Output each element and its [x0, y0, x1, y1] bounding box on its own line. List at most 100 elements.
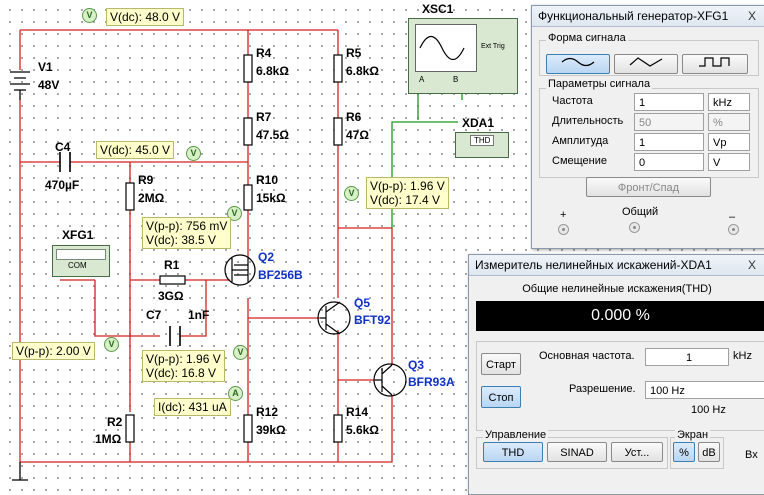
- voltage-probe-icon[interactable]: V: [104, 337, 119, 352]
- q2-value: BF256B: [258, 268, 303, 282]
- r6-value: 47Ω: [346, 128, 369, 142]
- square-wave-icon: [699, 57, 730, 67]
- xfg1-com-label: COM: [68, 261, 87, 270]
- r9-value: 2MΩ: [138, 191, 165, 205]
- input-label: Вх: [745, 449, 758, 461]
- duty-cycle-unit[interactable]: %: [708, 113, 750, 131]
- sinad-mode-button[interactable]: SINAD: [547, 442, 607, 462]
- fundamental-unit: kHz: [733, 350, 752, 362]
- plus-terminal-label: +: [560, 209, 567, 221]
- plus-terminal[interactable]: [558, 224, 569, 235]
- voltage-probe-icon[interactable]: V: [233, 345, 248, 360]
- xsc1-label: XSC1: [422, 2, 454, 16]
- probe-mid: V(p-p): 1.96 V V(dc): 16.8 V: [142, 350, 225, 382]
- percent-button[interactable]: %: [673, 442, 695, 462]
- resolution-label: Разрешение.: [569, 383, 636, 395]
- fundamental-field[interactable]: 1: [645, 348, 729, 366]
- offset-label: Смещение: [552, 155, 608, 167]
- sine-wave-button[interactable]: [546, 54, 610, 74]
- offset-unit[interactable]: V: [708, 153, 750, 171]
- probe-in: V(p-p): 2.00 V: [12, 342, 95, 360]
- xfg1-wave-icon: [56, 249, 106, 260]
- amplitude-field[interactable]: 1: [634, 133, 704, 151]
- c7-label: C7: [146, 308, 162, 322]
- function-generator-window[interactable]: Функциональный генератор-XFG1 X Форма си…: [531, 5, 764, 249]
- c7-value: 1nF: [188, 308, 210, 322]
- xda1-label: XDA1: [462, 116, 495, 130]
- thd-mode-button[interactable]: THD: [483, 442, 543, 462]
- xsc1-screen: [415, 24, 477, 72]
- start-button[interactable]: Старт: [481, 353, 521, 375]
- common-terminal-label: Общий: [622, 206, 659, 218]
- r4-label: R4: [256, 46, 272, 60]
- voltage-probe-icon[interactable]: V: [82, 8, 97, 23]
- probe-mid-line1: V(p-p): 1.96 V: [146, 352, 221, 366]
- settings-button[interactable]: Уст...: [611, 442, 663, 462]
- xsc1-ext-trig: Ext Trig: [481, 43, 505, 50]
- r2-label: R2: [107, 415, 123, 429]
- xsc1-oscilloscope[interactable]: Ext Trig A B: [408, 18, 518, 94]
- amplitude-label: Амплитуда: [552, 135, 609, 147]
- q5-label: Q5: [354, 296, 371, 310]
- xfg1-instrument[interactable]: COM: [52, 245, 110, 277]
- xfg1-label: XFG1: [62, 228, 94, 242]
- distortion-analyzer-titlebar[interactable]: Измеритель нелинейных искажений-XDA1: [469, 255, 764, 276]
- r14-value: 5.6kΩ: [346, 423, 379, 437]
- triangle-wave-icon: [629, 57, 663, 67]
- xsc1-channel-a: A: [419, 75, 425, 84]
- frequency-unit[interactable]: kHz: [708, 93, 750, 111]
- stop-button[interactable]: Стоп: [481, 386, 521, 408]
- close-icon[interactable]: X: [747, 9, 756, 23]
- frequency-field[interactable]: 1: [634, 93, 704, 111]
- c4-value: 470µF: [45, 178, 80, 192]
- resolution-select[interactable]: 100 Hz: [645, 381, 764, 399]
- r5-label: R5: [346, 46, 362, 60]
- r6-label: R6: [346, 110, 362, 124]
- duty-cycle-field[interactable]: 50: [634, 113, 704, 131]
- rise-fall-button[interactable]: Фронт/Спад: [586, 177, 711, 197]
- r1-label: R1: [164, 258, 180, 272]
- probe-out: V(p-p): 1.96 V V(dc): 17.4 V: [366, 177, 449, 209]
- xda1-instrument[interactable]: THD: [455, 132, 509, 158]
- square-wave-button[interactable]: [682, 54, 748, 74]
- r5-value: 6.8kΩ: [346, 64, 379, 78]
- xsc1-channel-b: B: [453, 75, 459, 84]
- fundamental-label: Основная частота.: [539, 350, 635, 362]
- voltage-probe-icon[interactable]: V: [186, 146, 201, 161]
- probe-r10-line1: V(p-p): 756 mV: [146, 219, 228, 233]
- c4-label: C4: [55, 140, 71, 154]
- db-button[interactable]: dB: [698, 442, 720, 462]
- v1-value: 48V: [38, 78, 60, 92]
- common-terminal[interactable]: [629, 222, 640, 233]
- q5-value: BFT92: [354, 313, 391, 327]
- amplitude-unit[interactable]: Vp: [708, 133, 750, 151]
- probe-current: I(dc): 431 uA: [154, 398, 231, 416]
- voltage-probe-icon[interactable]: V: [344, 186, 359, 201]
- r9-label: R9: [138, 173, 154, 187]
- r10-value: 15kΩ: [256, 191, 286, 205]
- probe-v45: V(dc): 45.0 V: [96, 141, 175, 159]
- probe-v48: V(dc): 48.0 V: [106, 8, 185, 26]
- thd-display: 0.000 %: [476, 301, 764, 331]
- r7-value: 47.5Ω: [256, 128, 289, 142]
- offset-field[interactable]: 0: [634, 153, 704, 171]
- current-probe-icon[interactable]: A: [228, 386, 243, 401]
- r2-value: 1MΩ: [95, 432, 122, 446]
- waveform-group: [539, 40, 759, 76]
- probe-out-line2: V(dc): 17.4 V: [370, 193, 441, 207]
- close-icon[interactable]: X: [747, 258, 756, 272]
- q3-value: BFR93A: [408, 375, 455, 389]
- function-generator-titlebar[interactable]: Функциональный генератор-XFG1: [532, 6, 764, 27]
- r14-label: R14: [346, 405, 369, 419]
- v1-label: V1: [38, 60, 53, 74]
- waveform-group-label: Форма сигнала: [546, 32, 628, 44]
- xda1-thd-label: THD: [470, 135, 495, 146]
- minus-terminal[interactable]: [728, 224, 739, 235]
- minus-terminal-label: –: [729, 211, 736, 223]
- probe-out-line1: V(p-p): 1.96 V: [370, 179, 445, 193]
- distortion-analyzer-window[interactable]: Измеритель нелинейных искажений-XDA1 X О…: [468, 254, 764, 495]
- triangle-wave-button[interactable]: [614, 54, 678, 74]
- probe-mid-line2: V(dc): 16.8 V: [146, 366, 217, 380]
- r1-value: 3GΩ: [158, 289, 184, 303]
